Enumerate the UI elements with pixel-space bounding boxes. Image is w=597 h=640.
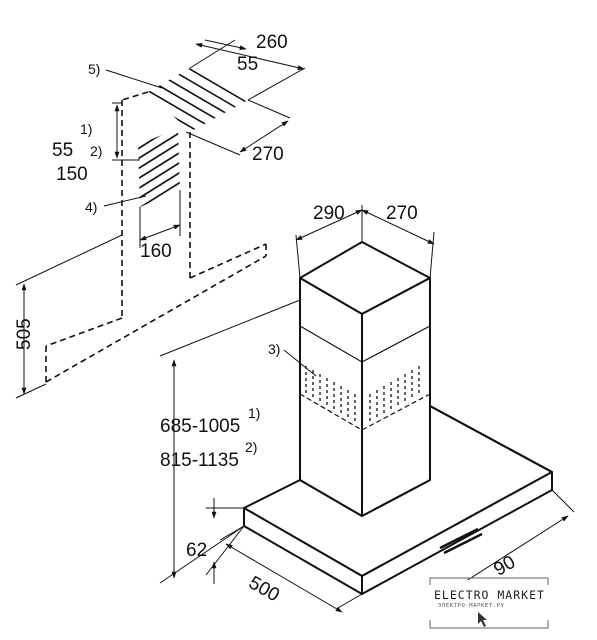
chimney-base-edges [299,278,553,518]
ceiling-plate [148,68,248,132]
callout-vent-slots: 3) [268,341,280,357]
dim-duct-height: 505 [14,318,35,350]
chimney-top-dimension-lines [295,205,435,279]
dim-height-range-2: 815-1135 [160,450,239,471]
dim-hood-width: 90 [490,552,519,581]
hood-depth-dimension [219,525,363,613]
leader-ceiling-plate [105,69,163,89]
leader-wall-cutout [103,195,147,207]
callout-wall-cutout: 4) [85,199,97,215]
dim-chimney-depth: 290 [313,203,345,224]
control-panel [439,527,483,555]
leader-vent-slots [283,349,317,377]
dim-canopy-height: 62 [186,540,207,561]
dim-top-inner: 55 [237,54,258,75]
duct-height-dimension [15,234,123,399]
vent-slots [305,366,420,424]
cutout-dimension-lines [112,102,181,248]
canopy-mask [300,406,430,516]
dim-hood-depth: 500 [245,572,283,606]
cursor-icon [478,612,487,627]
dim-cutout-offset: 55 [52,140,73,161]
dim-top-width: 270 [252,144,284,165]
height-range-dimension [159,299,301,584]
dim-cutout-offset-note: 1) [80,121,92,137]
dim-chimney-width: 270 [386,203,418,224]
dim-cutout-height: 150 [56,164,88,185]
dim-top-depth: 260 [256,32,288,53]
watermark-title: ELECTRO MARKET [434,588,545,602]
top-dimension-lines [185,39,306,156]
dim-height-range-1-note: 1) [248,405,260,421]
dim-height-range-1: 685-1005 [160,416,240,437]
dim-height-range-2-note: 2) [245,439,257,455]
duct-outline [45,91,267,383]
watermark-subtitle: ЭЛЕКТРО-МАРКЕТ.РУ [438,603,505,609]
dim-cutout-width: 160 [140,241,172,262]
callout-ceiling-plate: 5) [88,61,100,77]
canopy-height-dimension [205,498,245,584]
wall-cutout [138,128,180,207]
dim-cutout-height-note: 2) [90,143,102,159]
watermark: ELECTRO MARKET ЭЛЕКТРО-МАРКЕТ.РУ [425,577,551,629]
